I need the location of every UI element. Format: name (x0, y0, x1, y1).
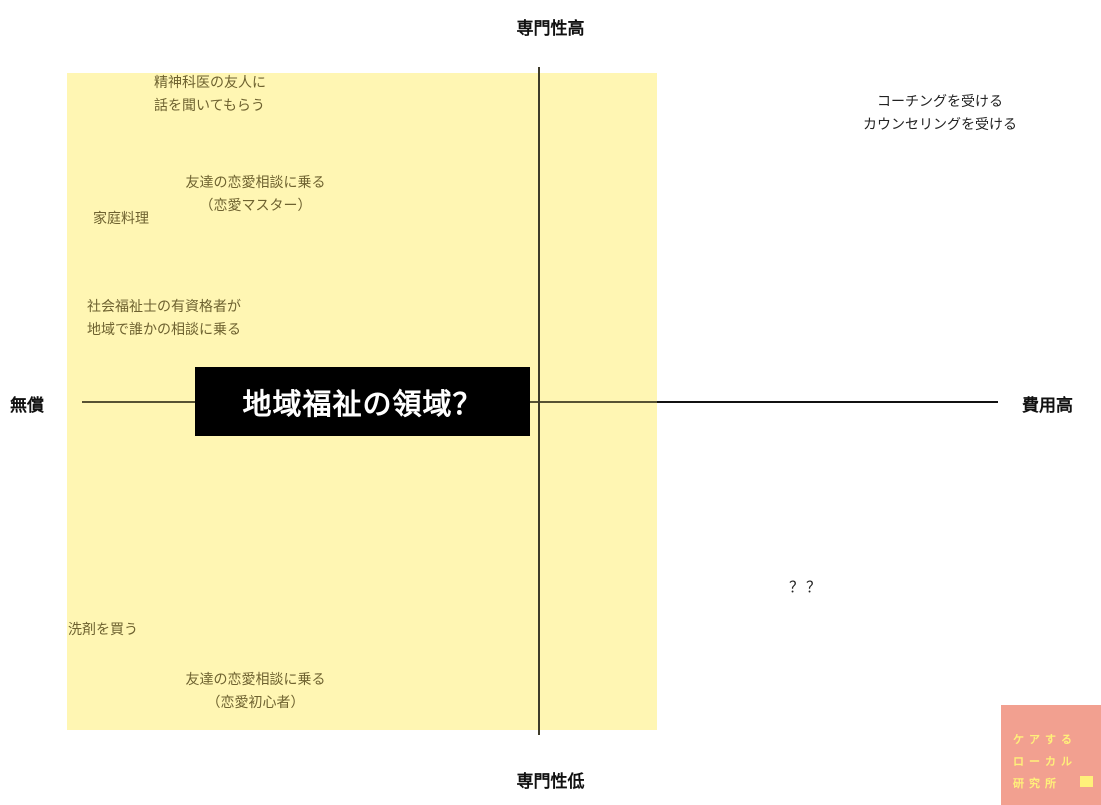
item-coaching-counseling: コーチングを受ける カウンセリングを受ける (830, 91, 1050, 137)
center-label: 地域福祉の領域？ (242, 386, 483, 421)
axis-label-left: 無償 (10, 396, 44, 416)
center-label-box: 地域福祉の領域？ (195, 367, 530, 436)
axis-label-bottom: 専門性低 (516, 772, 585, 792)
care-local-lab-logo: ケアする ローカル 研究所 (1001, 705, 1101, 805)
axis-label-right: 費用高 (1022, 396, 1073, 416)
item-line: （恋愛初心者） (206, 695, 305, 711)
horizontal-axis-right (657, 401, 998, 403)
item-unknown: ？？ (789, 578, 824, 596)
item-line: 地域で誰かの相談に乗る (87, 322, 241, 338)
logo-line-1: ケアする (1013, 733, 1077, 746)
logo-line-2: ローカル (1013, 755, 1077, 768)
item-line: 話を聞いてもらう (154, 98, 265, 114)
logo-mark-icon (1080, 776, 1093, 787)
item-home-cooking: 家庭料理 (93, 211, 149, 227)
item-line: コーチングを受ける (877, 94, 1003, 110)
item-line: 社会福祉士の有資格者が (87, 299, 241, 315)
item-psychiatrist-friend: 精神科医の友人に 話を聞いてもらう (154, 72, 266, 118)
axis-label-top: 専門性高 (516, 19, 585, 39)
item-line: （恋愛マスター） (199, 198, 312, 214)
item-love-consult-beginner: 友達の恋愛相談に乗る （恋愛初心者） (158, 669, 353, 715)
item-buy-detergent: 洗剤を買う (68, 622, 138, 638)
item-line: 友達の恋愛相談に乗る (185, 175, 326, 191)
item-line: カウンセリングを受ける (863, 117, 1017, 133)
item-line: 精神科医の友人に (154, 75, 266, 91)
logo-line-3: 研究所 (1013, 777, 1061, 790)
vertical-axis (538, 67, 540, 735)
item-social-worker: 社会福祉士の有資格者が 地域で誰かの相談に乗る (87, 296, 241, 342)
item-line: 友達の恋愛相談に乗る (185, 672, 326, 688)
item-love-consult-master: 友達の恋愛相談に乗る （恋愛マスター） (158, 172, 353, 218)
